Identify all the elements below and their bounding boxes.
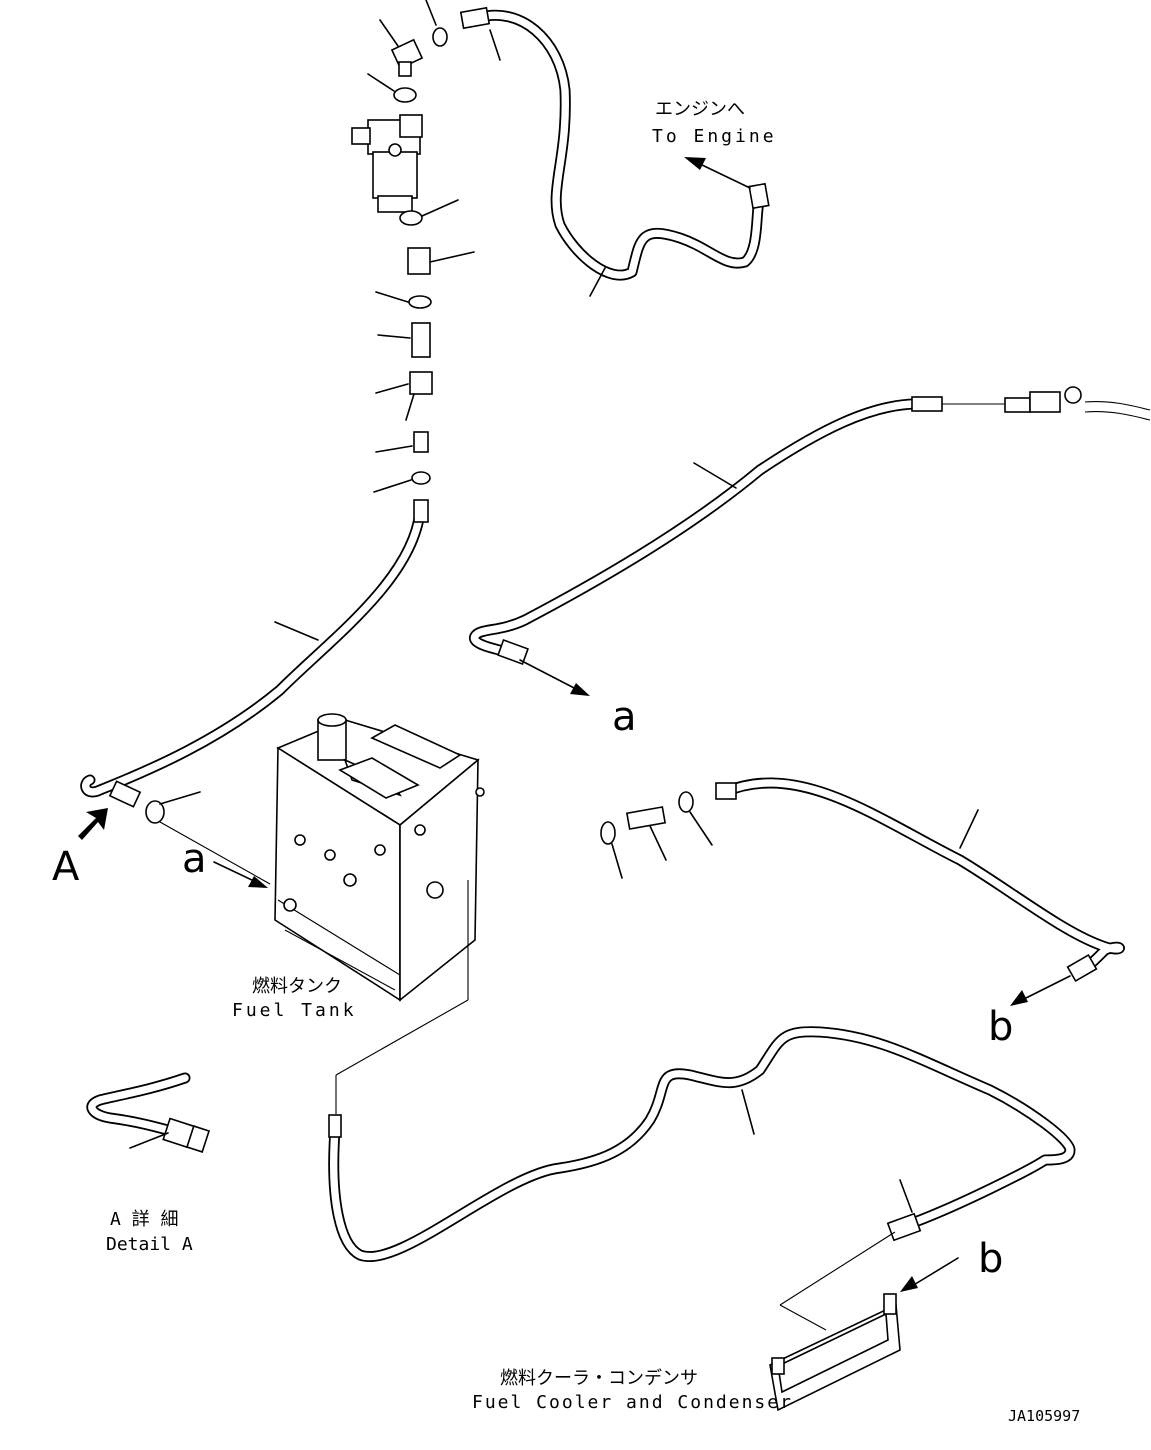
fuel-tank-label-en: Fuel Tank: [232, 1000, 357, 1021]
fuel-tank: [274, 713, 485, 1002]
ref-b-right-arrow: [1010, 975, 1071, 1006]
drawing-number: JA105997: [1008, 1407, 1080, 1425]
to-engine-arrow: [684, 157, 751, 189]
ref-b-right: b: [988, 1004, 1013, 1050]
hose-return-long: [469, 386, 1151, 665]
detail-a-label-jp: A 詳 細: [110, 1209, 179, 1230]
hose-to-cooler: [328, 880, 1076, 1331]
tank-oring: [145, 791, 271, 885]
to-engine-label-en: To Engine: [652, 126, 777, 147]
ref-a-tank: a: [182, 836, 207, 882]
hose-to-engine: [459, 6, 770, 297]
ref-b-cooler-arrow: [900, 1257, 959, 1292]
filter-assembly: [351, 0, 475, 493]
ref-a-top: a: [612, 694, 637, 740]
view-a-letter: A: [52, 844, 80, 890]
ref-a-tank-arrow: [213, 861, 268, 888]
detail-a-drawing: [86, 1072, 211, 1153]
cooler-label-en: Fuel Cooler and Condenser: [472, 1392, 793, 1413]
ref-a-top-arrow: [519, 659, 590, 696]
detail-a-label-en: Detail A: [106, 1234, 193, 1255]
hose-right: [600, 777, 1125, 983]
cooler-label-jp: 燃料クーラ・コンデンサ: [500, 1368, 698, 1389]
hose-filter-to-tank: [80, 499, 429, 808]
fuel-cooler-condenser: [769, 1293, 901, 1412]
view-a-arrow: [78, 808, 108, 840]
fuel-tank-label-jp: 燃料タンク: [252, 976, 342, 997]
to-engine-label-jp: エンジンへ: [655, 99, 745, 120]
ref-b-cooler: b: [978, 1236, 1003, 1282]
